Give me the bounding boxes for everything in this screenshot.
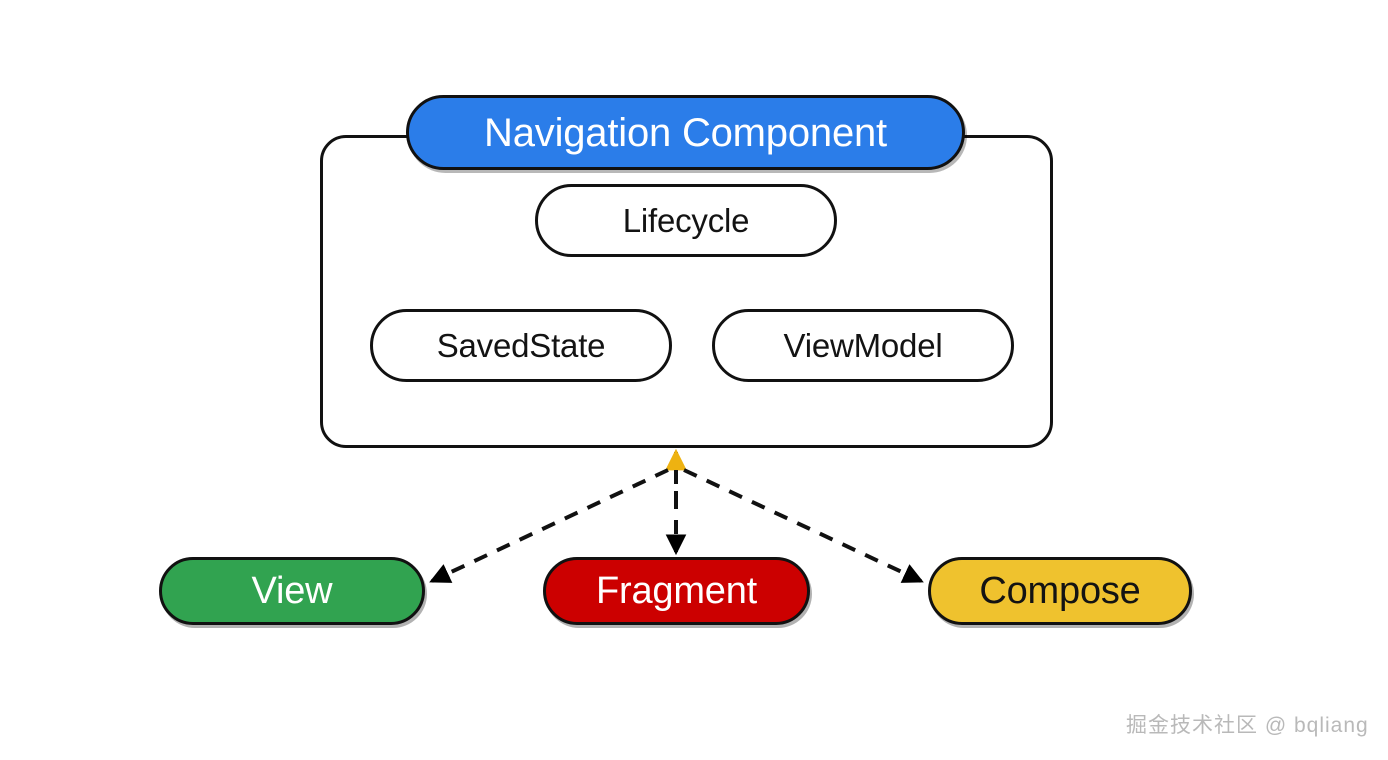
node-label-fragment: Fragment [595,570,757,612]
node-label-navigation-component: Navigation Component [484,110,887,155]
node-navigation-component[interactable]: Navigation Component [406,95,965,170]
node-savedstate[interactable]: SavedState [370,309,672,382]
node-label-viewmodel: ViewModel [783,327,943,364]
navigation-component-group [320,135,1053,448]
watermark: 掘金技术社区 @ bqliang [1126,714,1369,737]
node-label-lifecycle: Lifecycle [622,202,750,239]
node-label-savedstate: SavedState [436,327,606,364]
node-label-view: View [251,570,333,612]
node-compose[interactable]: Compose [928,557,1192,625]
node-label-compose: Compose [979,570,1141,612]
node-lifecycle[interactable]: Lifecycle [535,184,837,257]
node-fragment[interactable]: Fragment [543,557,810,625]
node-view[interactable]: View [159,557,425,625]
node-viewmodel[interactable]: ViewModel [712,309,1014,382]
